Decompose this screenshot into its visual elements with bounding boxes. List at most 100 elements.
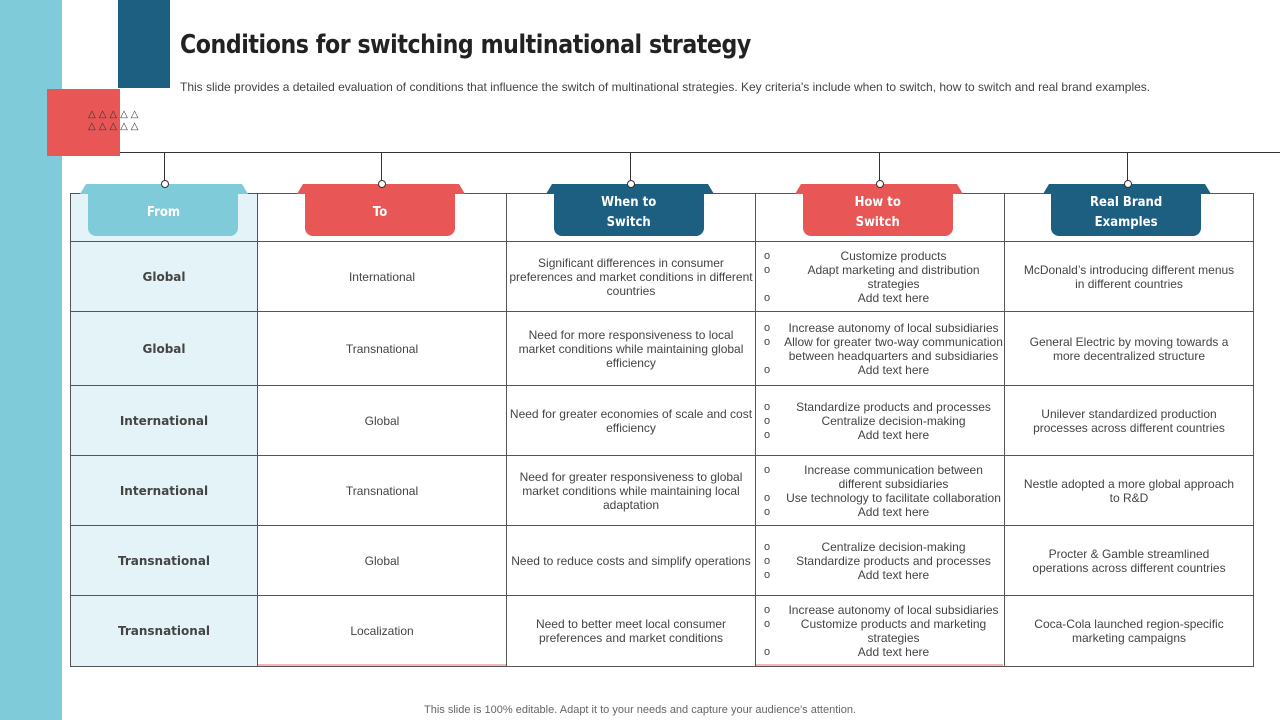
to-cell: International (257, 241, 507, 312)
example-cell: Nestle adopted a more global approach to… (1004, 455, 1254, 526)
connector-dot (378, 180, 386, 188)
how-bullet-item: Add text here (764, 291, 1004, 305)
when-text: Need for greater responsiveness to globa… (519, 469, 743, 512)
connector-dot (876, 180, 884, 188)
example-text: Unilever standardized production process… (1033, 406, 1225, 435)
from-cell: Global (70, 241, 258, 312)
to-cell: Transnational (257, 455, 507, 526)
how-cell: Standardize products and processesCentra… (755, 385, 1005, 456)
header-tab-label: How to Switch (854, 195, 902, 230)
slide-subtitle: This slide provides a detailed evaluatio… (180, 80, 1151, 94)
how-cell: Increase autonomy of local subsidiariesC… (755, 595, 1005, 667)
how-bullet-item: Increase autonomy of local subsidiaries (764, 603, 1004, 617)
when-cell: Need for greater responsiveness to globa… (506, 455, 756, 526)
header-tab-3: How to Switch (803, 190, 953, 236)
to-cell: Localization (257, 595, 507, 667)
connector-dot (627, 180, 635, 188)
header-tab-1: To (305, 190, 455, 236)
red-accent-underline (756, 664, 1003, 666)
triangle-pattern: △△△△△ △△△△△ (88, 109, 142, 132)
connector-dot (161, 180, 169, 188)
navy-decor-block (118, 0, 170, 88)
how-cell: Increase communication between different… (755, 455, 1005, 526)
slide-title: Conditions for switching multinational s… (180, 30, 751, 60)
how-bullet-list: Increase autonomy of local subsidiariesC… (756, 603, 1004, 659)
when-text: Need for more responsiveness to local ma… (518, 327, 744, 370)
how-bullet-item: Add text here (764, 568, 1004, 582)
example-text: Procter & Gamble streamlined operations … (1032, 546, 1226, 575)
from-cell: International (70, 385, 258, 456)
how-bullet-item: Allow for greater two-way communication … (764, 335, 1004, 363)
when-cell: Need to reduce costs and simplify operat… (506, 525, 756, 596)
example-cell: General Electric by moving towards a mor… (1004, 311, 1254, 386)
how-bullet-item: Adapt marketing and distribution strateg… (764, 263, 1004, 291)
header-tab-wing (1043, 184, 1211, 194)
header-tab-0: From (88, 190, 238, 236)
when-cell: Significant differences in consumer pref… (506, 241, 756, 312)
example-cell: Unilever standardized production process… (1004, 385, 1254, 456)
header-tab-4: Real Brand Examples (1051, 190, 1201, 236)
when-text: Need to reduce costs and simplify operat… (511, 553, 751, 568)
from-cell: Transnational (70, 595, 258, 667)
how-bullet-item: Centralize decision-making (764, 414, 1004, 428)
how-bullet-list: Customize productsAdapt marketing and di… (756, 249, 1004, 305)
when-text: Need to better meet local consumer prefe… (535, 617, 727, 645)
header-tab-wing (795, 184, 963, 194)
to-cell: Transnational (257, 311, 507, 386)
header-tab-wing (297, 184, 465, 194)
header-tab-label: When to Switch (601, 195, 657, 230)
header-tab-wing (80, 184, 248, 194)
header-tab-label: From (146, 205, 180, 220)
header-tab-2: When to Switch (554, 190, 704, 236)
header-tab-label: To (372, 205, 388, 220)
how-bullet-item: Standardize products and processes (764, 554, 1004, 568)
header-tab-wing (546, 184, 714, 194)
when-cell: Need to better meet local consumer prefe… (506, 595, 756, 667)
to-cell: Global (257, 525, 507, 596)
header-connector (1127, 152, 1128, 182)
how-bullet-item: Increase autonomy of local subsidiaries (764, 321, 1004, 335)
how-bullet-list: Standardize products and processesCentra… (756, 400, 1004, 442)
header-connector (164, 152, 165, 182)
how-bullet-item: Add text here (764, 505, 1004, 519)
how-bullet-list: Centralize decision-makingStandardize pr… (756, 540, 1004, 582)
to-cell: Global (257, 385, 507, 456)
how-bullet-item: Add text here (764, 645, 1004, 659)
how-cell: Centralize decision-makingStandardize pr… (755, 525, 1005, 596)
example-cell: Coca-Cola launched region-specific marke… (1004, 595, 1254, 667)
how-bullet-item: Add text here (764, 428, 1004, 442)
example-text: Nestle adopted a more global approach to… (1023, 476, 1235, 505)
how-bullet-list: Increase communication between different… (756, 463, 1004, 519)
how-bullet-item: Use technology to facilitate collaborati… (764, 491, 1004, 505)
from-cell: Global (70, 311, 258, 386)
how-bullet-item: Centralize decision-making (764, 540, 1004, 554)
how-cell: Customize productsAdapt marketing and di… (755, 241, 1005, 312)
connector-dot (1124, 180, 1132, 188)
when-text: Need for greater economies of scale and … (509, 406, 753, 435)
example-text: General Electric by moving towards a mor… (1029, 334, 1229, 363)
when-text: Significant differences in consumer pref… (509, 255, 753, 298)
example-text: Coca-Cola launched region-specific marke… (1034, 617, 1224, 645)
header-tab-label: Real Brand Examples (1089, 195, 1163, 230)
how-bullet-item: Customize products and marketing strateg… (764, 617, 1004, 645)
example-text: McDonald’s introducing different menus i… (1023, 262, 1235, 291)
header-connector (381, 152, 382, 182)
footer-note: This slide is 100% editable. Adapt it to… (424, 704, 856, 716)
connector-line (120, 152, 1280, 153)
from-cell: International (70, 455, 258, 526)
how-bullet-item: Increase communication between different… (764, 463, 1004, 491)
when-cell: Need for more responsiveness to local ma… (506, 311, 756, 386)
red-accent-underline (258, 664, 506, 666)
how-bullet-item: Customize products (764, 249, 1004, 263)
how-bullet-item: Add text here (764, 363, 1004, 377)
example-cell: McDonald’s introducing different menus i… (1004, 241, 1254, 312)
how-bullet-item: Standardize products and processes (764, 400, 1004, 414)
how-bullet-list: Increase autonomy of local subsidiariesA… (756, 321, 1004, 377)
